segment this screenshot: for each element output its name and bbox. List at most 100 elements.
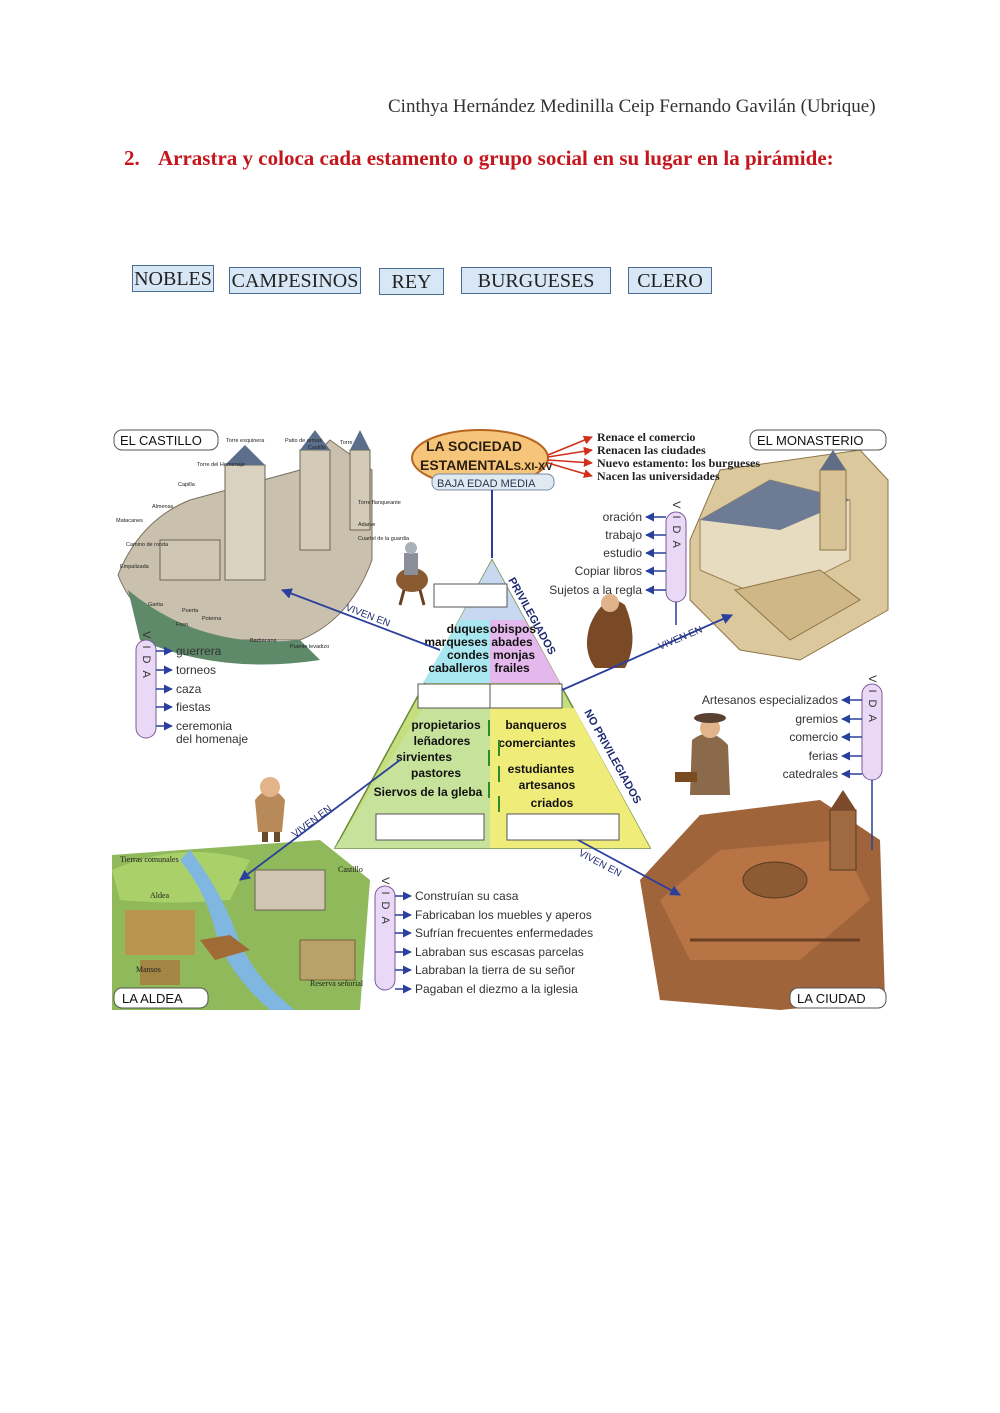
aldea-vida-item: Construían su casa — [415, 889, 519, 903]
change-item: Nuevo estamento: los burgueses — [597, 456, 760, 470]
change-item: Renace el comercio — [597, 430, 695, 444]
aldea-vida-item: Pagaban el diezmo a la iglesia — [415, 982, 578, 996]
peasant-group: leñadores — [414, 734, 471, 748]
castle-part-label: Matacanes — [116, 518, 143, 524]
city-illustration — [640, 790, 885, 1010]
pyramid-nobles — [423, 620, 490, 683]
castillo-vida-item: caza — [176, 682, 202, 696]
castle-part-label: Capilla — [178, 482, 196, 488]
drop-box-top[interactable] — [433, 583, 508, 608]
viven-en-label: VIVEN EN — [657, 624, 704, 652]
monasterio-vida-item: estudio — [603, 546, 642, 560]
bourgeois-group: artesanos — [519, 778, 576, 792]
peasant-figure — [255, 777, 285, 842]
vida-label: VIDA — [670, 501, 682, 555]
castle-part-label: Cuartel de la guardia — [358, 536, 410, 542]
castle-part-label: Torre flanqueante — [358, 500, 401, 506]
ciudad-vida-item: Artesanos especializados — [702, 693, 838, 707]
vida-label: VIDA — [379, 877, 391, 931]
castle-part-label: Torre del Homenaje — [197, 462, 245, 468]
castillo-vida-item: del homenaje — [176, 732, 248, 746]
castle-illustration — [117, 430, 373, 665]
change-item: Nacen las universidades — [597, 469, 720, 483]
chip-campesinos[interactable]: CAMPESINOS — [229, 267, 361, 294]
ciudad-vida-item: gremios — [795, 712, 838, 726]
castillo-vida-item: fiestas — [176, 700, 211, 714]
drop-box-bourgeois[interactable] — [506, 813, 620, 841]
monasterio-vida-item: Sujetos a la regla — [549, 583, 642, 597]
castle-part-label: Empalizada — [120, 564, 150, 570]
castle-part-label: Almenas — [152, 504, 174, 510]
village-part-label: Mansos — [136, 965, 161, 974]
ciudad-vida-item: ferias — [809, 749, 838, 763]
bourgeois-group: criados — [531, 796, 574, 810]
title-line2: ESTAMENTALS.XI-XV — [420, 457, 553, 473]
castle-part-label: Puerta — [182, 608, 199, 614]
castillo-vida-item: ceremonia — [176, 719, 232, 733]
vida-label: VIDA — [140, 631, 152, 685]
vida-label: VIDA — [866, 675, 878, 729]
castle-part-label: Garita — [148, 602, 164, 608]
ciudad-vida-item: comercio — [789, 730, 838, 744]
chip-burgueses[interactable]: BURGUESES — [461, 267, 611, 294]
castle-part-label: Patio de armas — [285, 438, 322, 444]
clergy-group: monjas — [493, 648, 535, 662]
title-estamental: ESTAMENTAL — [420, 457, 514, 473]
chip-nobles[interactable]: NOBLES — [132, 265, 214, 292]
drop-box-clergy[interactable] — [489, 683, 563, 709]
noble-group: caballeros — [428, 661, 488, 675]
knight-figure — [396, 542, 428, 606]
clergy-group: abades — [491, 635, 533, 649]
castle-part-label: Castillo — [308, 445, 326, 451]
peasant-group: pastores — [411, 766, 461, 780]
peasant-group: sirvientes — [396, 750, 452, 764]
subtitle-text: BAJA EDAD MEDIA — [437, 478, 536, 490]
viven-en-label: VIVEN EN — [290, 804, 334, 841]
monastery-illustration — [689, 449, 889, 661]
title-line1: LA SOCIEDAD — [426, 438, 522, 454]
castle-part-label: Adarve — [358, 522, 375, 528]
castle-part-label: Torre — [340, 440, 353, 446]
society-infographic: LA SOCIEDAD ESTAMENTALS.XI-XV BAJA EDAD … — [112, 429, 889, 1010]
vida-pill-aldea — [374, 885, 396, 991]
author-line: Cinthya Hernández Medinilla Ceip Fernand… — [388, 96, 876, 117]
label-monasterio: EL MONASTERIO — [757, 433, 863, 448]
noble-group: marqueses — [424, 635, 488, 649]
monasterio-vida-item: Copiar libros — [575, 564, 642, 578]
aldea-vida-item: Sufrían frecuentes enfermedades — [415, 926, 593, 940]
castle-part-label: Camino de ronda — [126, 542, 169, 548]
noble-group: duques — [447, 622, 490, 636]
castillo-vida-item: guerrera — [176, 644, 222, 658]
pyramid-peasants — [335, 708, 490, 848]
village-part-label: Tierras comunales — [120, 855, 179, 864]
label-aldea: LA ALDEA — [122, 991, 183, 1006]
castle-part-label: Puente levadizo — [290, 644, 329, 650]
village-part-label: Reserva señorial — [310, 979, 364, 988]
title-century: S.XI-XV — [514, 461, 554, 473]
clergy-group: obispos — [490, 622, 536, 636]
bourgeois-group: estudiantes — [508, 762, 575, 776]
castle-part-label: Poterna — [202, 616, 222, 622]
castillo-vida-item: torneos — [176, 663, 216, 677]
village-part-label: Castillo — [338, 865, 363, 874]
chip-clero[interactable]: CLERO — [628, 267, 712, 294]
change-item: Renacen las ciudades — [597, 443, 706, 457]
drop-box-peasants[interactable] — [375, 813, 485, 841]
bourgeois-group: comerciantes — [498, 736, 576, 750]
chip-rey[interactable]: REY — [379, 268, 444, 295]
monk-figure — [586, 594, 633, 668]
castle-part-label: Foso — [176, 622, 188, 628]
label-ciudad: LA CIUDAD — [797, 991, 866, 1006]
aldea-vida-item: Labraban sus escasas parcelas — [415, 945, 584, 959]
noble-group: condes — [447, 648, 489, 662]
peasant-group: propietarios — [411, 718, 481, 732]
ciudad-vida-item: catedrales — [783, 767, 838, 781]
castle-part-label: Barbacana — [250, 638, 278, 644]
label-castillo: EL CASTILLO — [120, 433, 202, 448]
monasterio-vida-item: trabajo — [605, 528, 642, 542]
pyramid-bourgeois — [490, 708, 650, 848]
castle-part-label: Torre esquinera — [226, 438, 265, 444]
instruction-number: 2. — [124, 146, 140, 170]
drop-box-nobles[interactable] — [417, 683, 491, 709]
artisan-figure — [675, 713, 730, 795]
